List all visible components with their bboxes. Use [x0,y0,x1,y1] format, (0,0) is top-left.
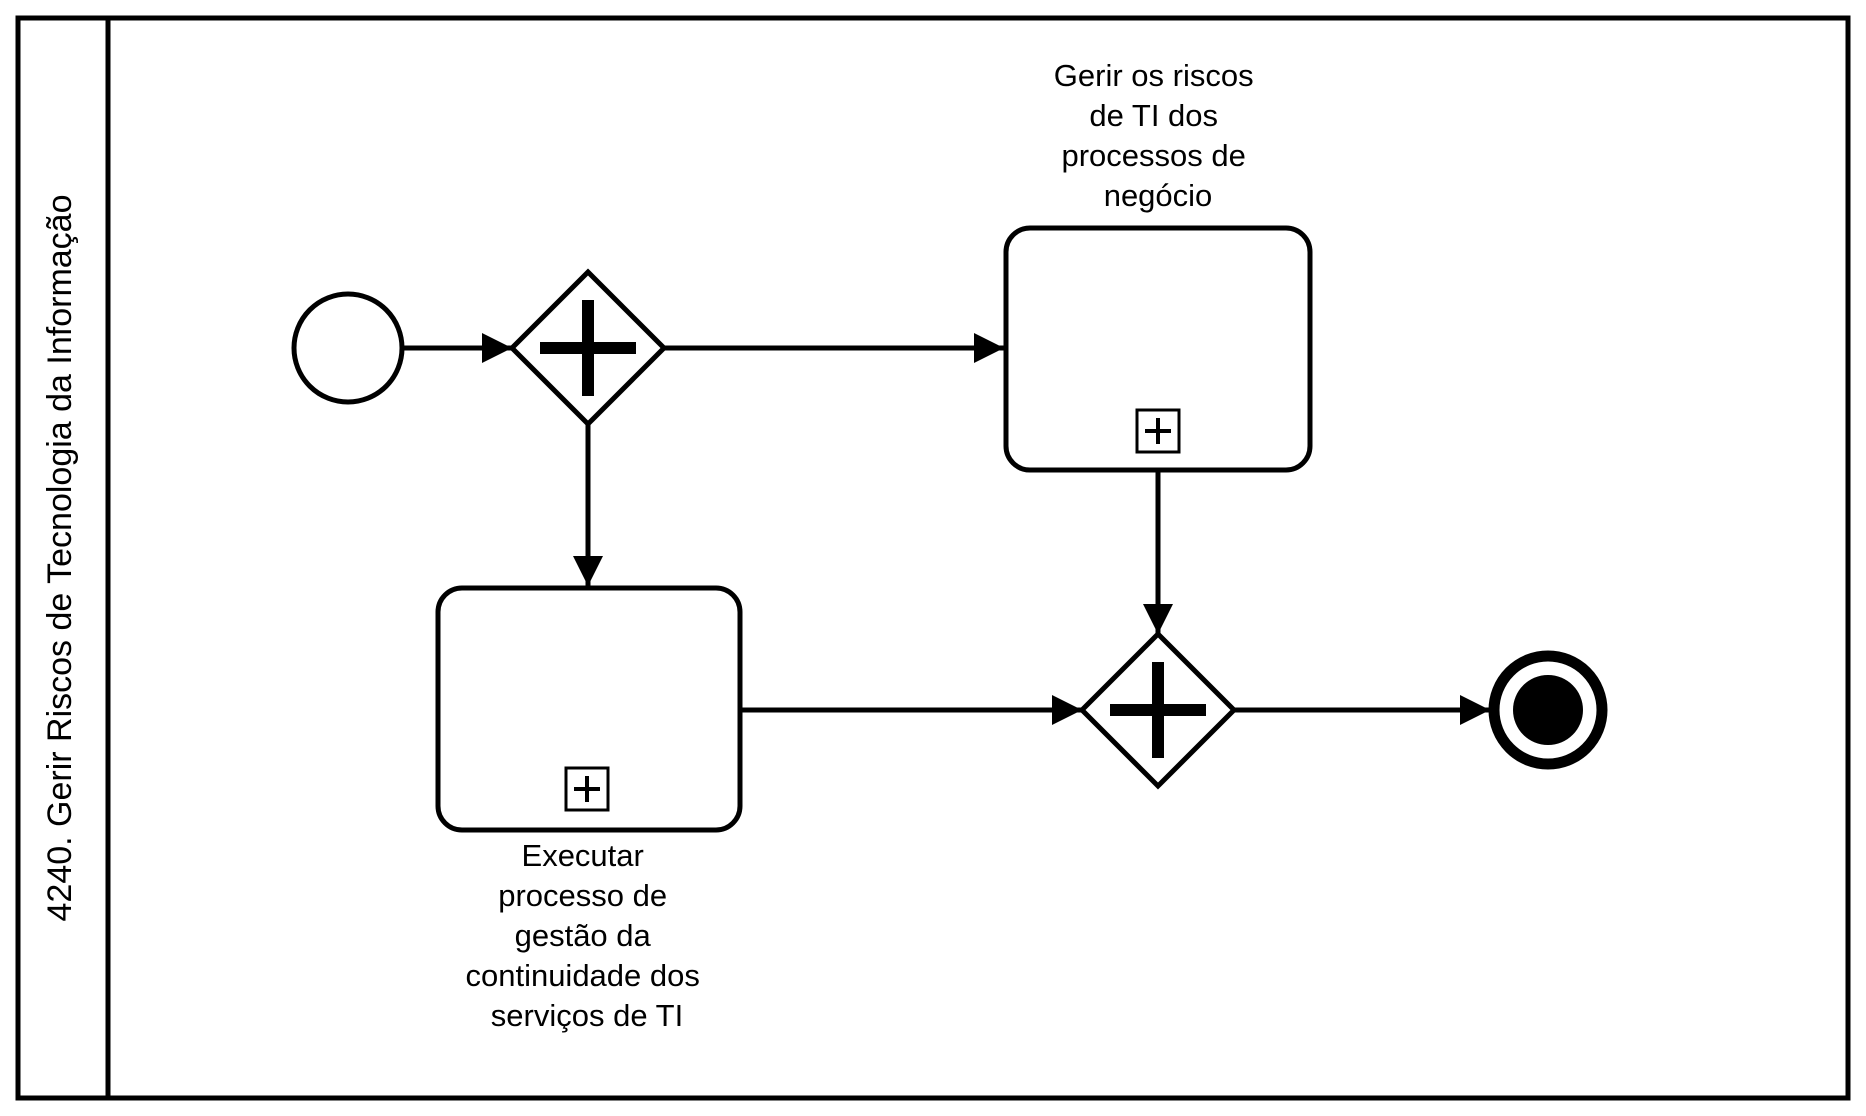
end-event-icon[interactable] [1488,650,1608,770]
pool-border [15,15,1851,1101]
task-executar-continuidade-label: Executar processo de gestão da continuid… [465,838,708,1033]
task-gerir-riscos[interactable] [1003,225,1313,473]
task-box [435,585,743,833]
arrowhead-split-to-task-executar [573,556,603,586]
start-event-icon[interactable] [291,291,405,405]
arrowhead-start-to-split [482,333,512,363]
task-box [1003,225,1313,473]
parallel-gateway-split[interactable] [508,268,668,428]
arrowhead-task-gerir-to-join [1143,604,1173,634]
parallel-gateway-join[interactable] [1078,630,1238,790]
pool-label: 4240. Gerir Riscos de Tecnologia da Info… [41,195,79,922]
parallel-gateway-icon [1110,662,1206,758]
task-executar-continuidade[interactable] [435,585,743,833]
collapsed-subprocess-plus-icon[interactable] [1135,408,1181,454]
arrowhead-join-to-end [1460,695,1490,725]
arrowhead-split-to-task-gerir [974,333,1004,363]
task-gerir-riscos-label: Gerir os riscos de TI dos processos de n… [1054,58,1262,213]
collapsed-subprocess-plus-icon[interactable] [564,766,610,812]
parallel-gateway-icon [540,300,636,396]
arrowhead-task-executar-to-join [1052,695,1082,725]
